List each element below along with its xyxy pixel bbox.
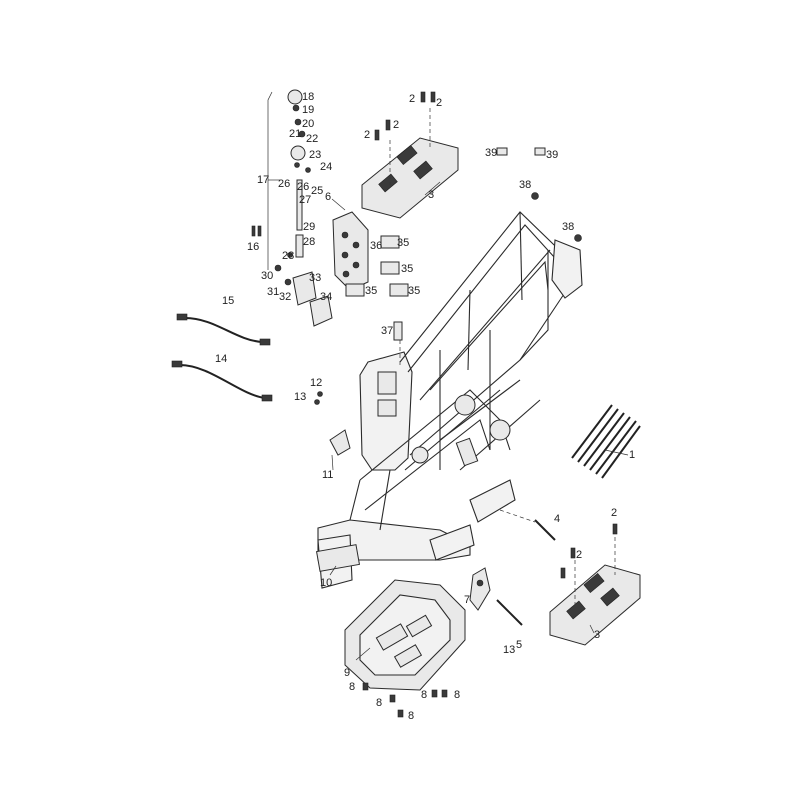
part-label-35: 35: [408, 285, 420, 297]
pin-37: [393, 321, 403, 365]
part-label-30: 30: [261, 270, 273, 282]
part-label-33: 33: [309, 272, 321, 284]
part-label-23: 23: [309, 149, 321, 161]
part-label-13: 13: [503, 644, 515, 656]
part-label-36: 36: [370, 240, 382, 252]
part-label-1: 1: [629, 449, 635, 461]
part-label-2: 2: [611, 507, 617, 519]
main-frame: [317, 211, 583, 589]
part-label-10: 10: [320, 577, 332, 589]
part-label-2: 2: [436, 97, 442, 109]
part-label-25: 25: [311, 185, 323, 197]
part-label-31: 31: [267, 286, 279, 298]
part-label-24: 24: [320, 161, 332, 173]
part-label-35: 35: [401, 263, 413, 275]
part-label-26: 26: [297, 181, 309, 193]
bolts-2: [374, 91, 618, 579]
part-label-17: 17: [257, 174, 269, 186]
skid-plate: [344, 579, 466, 691]
steering-assembly: [251, 89, 333, 327]
part-label-9: 9: [344, 667, 350, 679]
part-label-37: 37: [381, 325, 393, 337]
part-label-16: 16: [247, 241, 259, 253]
part-label-2: 2: [393, 119, 399, 131]
part-label-8: 8: [376, 697, 382, 709]
cable-15: [176, 313, 271, 346]
part-label-35: 35: [365, 285, 377, 297]
cable-14: [171, 360, 273, 402]
part-label-13: 13: [294, 391, 306, 403]
skid-plate-screws: [362, 682, 448, 718]
part-label-34: 34: [320, 291, 332, 303]
part-label-29: 29: [303, 221, 315, 233]
grommets: [496, 147, 582, 242]
part-label-6: 6: [325, 191, 331, 203]
part-label-21: 21: [289, 128, 301, 140]
bracket-plate: [331, 198, 369, 291]
part-label-8: 8: [421, 689, 427, 701]
footrest-plate-lower: [549, 530, 641, 646]
part-label-28: 28: [303, 236, 315, 248]
part-label-15: 15: [222, 295, 234, 307]
part-label-5: 5: [516, 639, 522, 651]
part-label-39: 39: [485, 147, 497, 159]
part-label-38: 38: [562, 221, 574, 233]
part-label-27: 27: [299, 194, 311, 206]
part-label-2: 2: [409, 93, 415, 105]
part-label-19: 19: [302, 104, 314, 116]
part-label-8: 8: [454, 689, 460, 701]
part-label-7: 7: [464, 594, 470, 606]
part-label-2: 2: [364, 129, 370, 141]
bracket-7: [469, 567, 491, 611]
footrest-plate-upper: [361, 108, 459, 219]
mount-bracket-11: [314, 391, 351, 471]
part-label-12: 12: [310, 377, 322, 389]
part-label-8: 8: [349, 681, 355, 693]
rear-lower-bar: [315, 544, 361, 576]
part-label-14: 14: [215, 353, 227, 365]
part-label-32: 32: [279, 291, 291, 303]
part-labels: 1 2 2 2 2 2 2 3 3 4 5 6 7 8 8 8 8 8 9 10…: [215, 91, 635, 722]
part-label-22: 22: [306, 133, 318, 145]
part-label-3: 3: [594, 629, 600, 641]
part-label-11: 11: [322, 469, 333, 481]
part-label-28: 28: [282, 250, 294, 262]
part-label-38: 38: [519, 179, 531, 191]
part-label-18: 18: [302, 91, 314, 103]
part-label-20: 20: [302, 118, 314, 130]
part-label-2: 2: [576, 549, 582, 561]
cable-ties: [571, 404, 641, 479]
part-label-4: 4: [554, 513, 560, 525]
part-label-39: 39: [546, 149, 558, 161]
rubber-pads: [345, 235, 409, 297]
part-label-26: 26: [278, 178, 290, 190]
rods: [496, 509, 556, 626]
part-label-3: 3: [428, 189, 434, 201]
part-label-35: 35: [397, 237, 409, 249]
part-label-8: 8: [408, 710, 414, 722]
